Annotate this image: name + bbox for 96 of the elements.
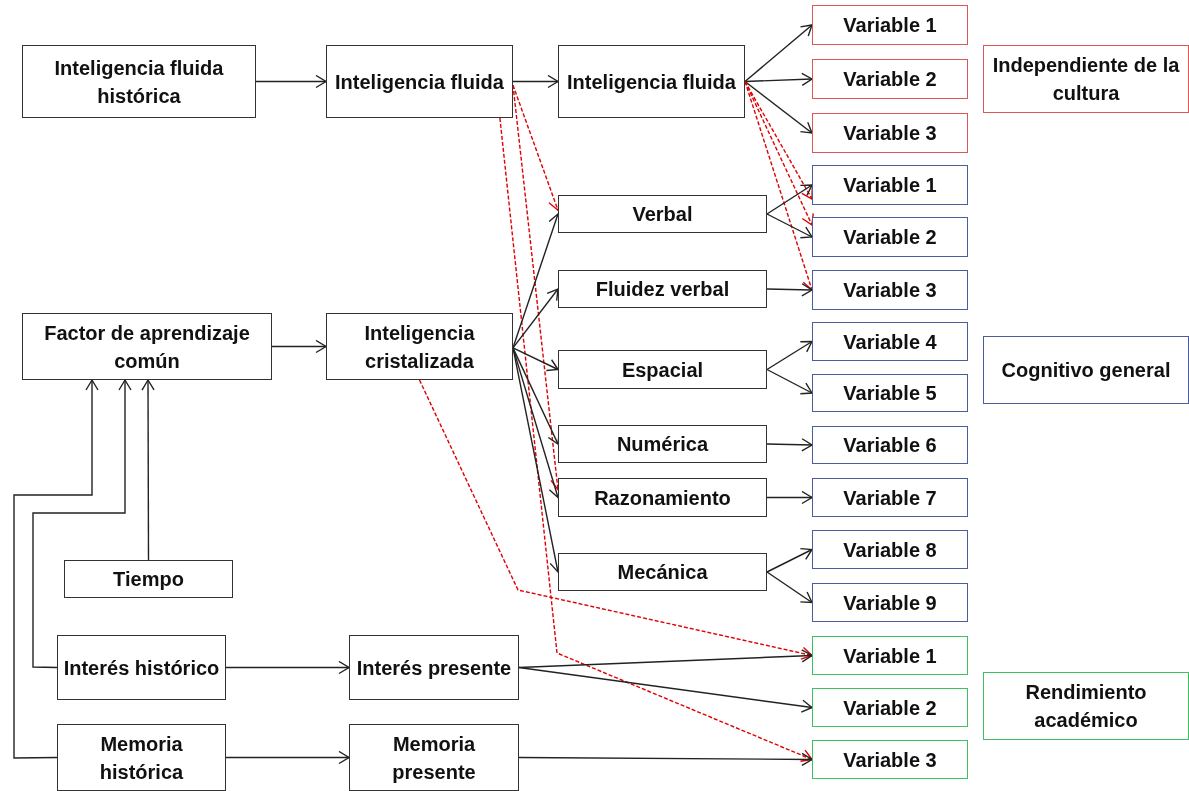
node-label: Independiente de la cultura: [991, 53, 1181, 106]
node-label: Fluidez verbal: [595, 277, 730, 302]
process-box: [22, 313, 272, 380]
node-label: Variable 8: [843, 537, 937, 563]
arrow: [518, 752, 813, 767]
process-box: [812, 374, 968, 412]
node-label: Interés histórico: [63, 655, 220, 681]
process-box: [558, 425, 767, 463]
arrow: [766, 340, 813, 371]
process-box: [558, 45, 745, 118]
arrow: [499, 117, 813, 762]
node-label: Variable 9: [843, 590, 937, 616]
process-box: [812, 636, 968, 675]
node-label: Espacial: [621, 357, 704, 383]
node-label: Factor de aprendizaje común: [43, 320, 251, 374]
arrow: [744, 72, 813, 87]
node-label: Tiempo: [113, 567, 184, 592]
arrow: [766, 213, 813, 239]
node-label: Variable 2: [843, 67, 937, 92]
arrow: [512, 347, 559, 372]
node-label: Memoria presente: [391, 731, 477, 785]
node-label: Numérica: [616, 432, 709, 457]
process-box: [812, 113, 968, 153]
process-box: [22, 45, 256, 118]
process-box: [812, 583, 968, 622]
arrow: [13, 379, 99, 759]
arrow: [271, 339, 327, 354]
node-label: Variable 1: [843, 173, 937, 198]
node-label: Variable 1: [843, 643, 937, 669]
arrow: [512, 347, 560, 445]
process-box: [558, 553, 767, 591]
node-label: Inteligencia cristalizada: [363, 320, 476, 374]
arrow: [141, 379, 155, 561]
node-label: Variable 1: [843, 13, 937, 38]
process-box: [983, 45, 1189, 113]
node-label: Variable 3: [843, 121, 937, 146]
arrow: [744, 80, 813, 134]
arrow: [225, 660, 350, 675]
process-box: [64, 560, 233, 598]
process-box: [812, 322, 968, 361]
arrow: [766, 547, 813, 573]
process-box: [812, 530, 968, 569]
process-box: [558, 270, 767, 308]
arrow: [418, 379, 813, 660]
node-label: Razonamiento: [594, 485, 731, 511]
process-box: [812, 165, 968, 205]
node-label: Memoria histórica: [98, 731, 185, 785]
arrow: [766, 438, 813, 452]
process-box: [812, 688, 968, 727]
arrow: [766, 368, 813, 395]
node-label: Variable 2: [843, 225, 937, 250]
arrow: [766, 571, 813, 604]
process-box: [812, 59, 968, 99]
node-label: Inteligencia fluida histórica: [53, 55, 225, 109]
arrow: [744, 24, 813, 83]
node-label: Variable 3: [843, 278, 937, 303]
arrow: [512, 288, 559, 349]
node-label: Variable 2: [843, 695, 937, 721]
process-box: [812, 740, 968, 779]
process-box: [812, 5, 968, 45]
arrow: [766, 184, 813, 215]
process-box: [349, 635, 519, 700]
node-label: Variable 3: [843, 747, 937, 773]
process-box: [983, 672, 1189, 740]
node-label: Mecánica: [617, 560, 708, 585]
process-box: [349, 724, 519, 791]
process-box: [57, 635, 226, 700]
process-box: [558, 195, 767, 233]
node-label: Cognitivo general: [1001, 358, 1171, 383]
process-box: [558, 350, 767, 389]
process-box: [812, 478, 968, 517]
arrow: [518, 666, 813, 713]
arrow: [512, 74, 559, 89]
process-box: [326, 313, 513, 380]
node-label: Variable 6: [843, 433, 937, 458]
node-label: Inteligencia fluida: [567, 69, 736, 95]
node-label: Variable 7: [843, 485, 937, 511]
arrow: [744, 80, 814, 226]
arrow: [32, 379, 132, 669]
process-box: [812, 426, 968, 464]
process-box: [57, 724, 226, 791]
process-box: [812, 270, 968, 310]
node-label: Variable 5: [843, 381, 937, 406]
node-label: Rendimiento académico: [1024, 680, 1148, 733]
arrow: [766, 283, 813, 297]
process-box: [326, 45, 513, 118]
arrow: [255, 74, 327, 89]
arrow: [766, 490, 813, 505]
process-box: [983, 336, 1189, 404]
process-box: [812, 217, 968, 257]
node-label: Interés presente: [356, 655, 512, 681]
node-label: Variable 4: [843, 329, 937, 355]
process-box: [558, 478, 767, 517]
node-label: Inteligencia fluida: [335, 69, 504, 95]
arrow: [225, 750, 350, 765]
node-label: Verbal: [632, 202, 693, 227]
